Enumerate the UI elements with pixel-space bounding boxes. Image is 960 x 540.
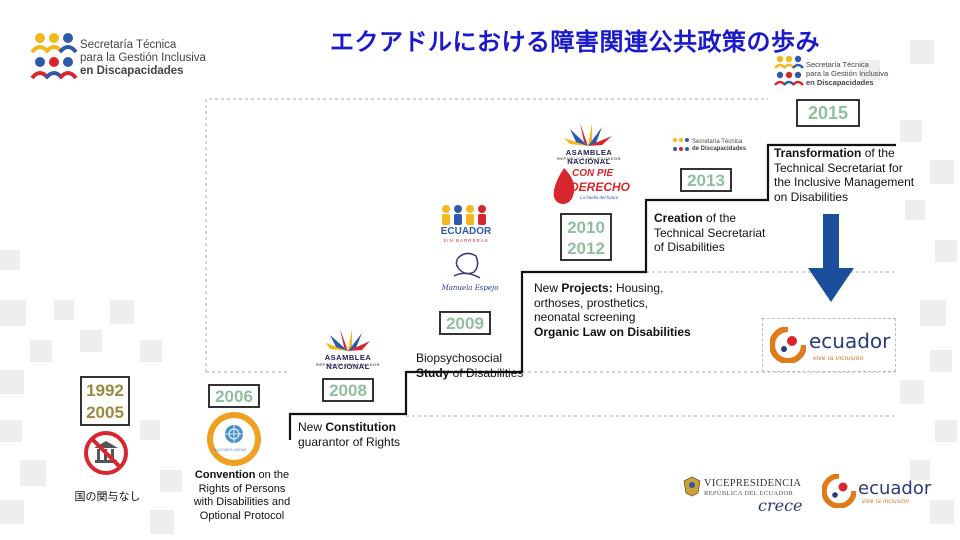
down-arrow-icon (808, 214, 854, 302)
asamblea-label-2010: ASAMBLEA NACIONAL (565, 148, 613, 166)
people-logo-2013-icon (673, 138, 689, 151)
ecuador-brand-bottom-icon (822, 474, 856, 508)
logo-line3: en Discapacidades (80, 65, 184, 77)
crece-label: crece (758, 496, 803, 515)
step-2013-text3: of Disabilities (654, 240, 725, 254)
ecuador-brand-icon (770, 327, 806, 363)
year-1992-2005-box: 1992 2005 (80, 376, 130, 426)
year-2006: 2006 (208, 384, 260, 408)
asamblea-label-2008: ASAMBLEA NACIONAL (324, 353, 372, 371)
step-2008-text1: New (298, 420, 326, 434)
year-2015: 2015 (796, 99, 860, 127)
step-2015-bold: Transformation (774, 146, 862, 160)
logo-2015-text: Secretaría Técnica para la Gestión Inclu… (806, 60, 916, 87)
step-2010-text3: neonatal screening (534, 310, 636, 324)
step-2013-text2: Technical Secretariat (654, 225, 766, 240)
asamblea-logo-icon (326, 329, 370, 351)
manuela-espejo-label: Manuela Espejo (441, 284, 499, 292)
step-2006-text1: on the (255, 469, 290, 481)
people-logo-2015-icon (774, 55, 804, 86)
year-2008: 2008 (322, 378, 374, 402)
ecuador-inclusion-box: ecuador vive la inclusión (762, 318, 896, 372)
con-pie-derecho-foot-icon (553, 168, 575, 204)
step-2015-text4: on Disabilities (774, 189, 849, 204)
un-caption: NACIONES UNIDAS (213, 448, 247, 452)
ecuador-brand-bottom-label: ecuador (858, 478, 932, 499)
logo-line2: para la Gestión Inclusiva (80, 52, 206, 64)
logo-2013-text: Secretaría Técnica de Discapacidades (692, 139, 746, 153)
step-2013-description: Creation of the Technical Secretariat of… (654, 211, 774, 255)
ecuador-brand-label: ecuador (809, 329, 891, 353)
con-pie-label: CON PIE (572, 168, 614, 179)
logo-secretaria-2015: Secretaría Técnica para la Gestión Inclu… (774, 54, 914, 90)
step-2009-bold: Study (416, 365, 450, 380)
un-emblem-icon (207, 412, 261, 466)
step-2006-text3: with Disabilities and (193, 496, 291, 508)
step-2009-text2: of Disabilities (449, 365, 524, 380)
vicepresidencia-label: VICEPRESIDENCIA (704, 478, 802, 489)
logo-2013-line1: Secretaría Técnica (692, 139, 743, 145)
logo-secretaria-main: Secretaría Técnica para la Gestión Inclu… (30, 30, 230, 82)
year-1992: 1992 (86, 381, 124, 400)
logo-2015-line2: para la Gestión Inclusiva (806, 69, 889, 78)
asamblea-logo-2010-icon (564, 123, 612, 146)
logo-2015-line1: Secretaría Técnica (806, 60, 869, 69)
step-2006-text4: Optional Protocol (199, 509, 285, 522)
logo-2013-line2: de Discapacidades (692, 146, 747, 152)
year-2010-2012-box: 2010 2012 (560, 213, 612, 261)
step-2008-description: New Constitution guarantor of Rights (298, 420, 408, 449)
year-2012: 2012 (567, 239, 605, 258)
asamblea-sub-2010: REPÚBLICA DEL ECUADOR (556, 156, 622, 161)
ecuador-sin-barreras-label: ECUADOR (440, 226, 492, 237)
step-2006-description: Convention on the Rights of Persons with… (186, 469, 298, 523)
step-2010-text2: orthoses, prosthetics, (534, 295, 649, 310)
step-2010-description: New Projects: Housing, orthoses, prosthe… (534, 281, 714, 339)
derecho-label: DERECHO (570, 180, 631, 194)
logo-2015-line3: en Discapacidades (806, 78, 874, 87)
no-involvement-caption: 国の関与なし (74, 490, 141, 503)
page-title: エクアドルにおける障害関連公共政策の歩み (330, 28, 820, 56)
asamblea-sub-2008: REPÚBLICA DEL ECUADOR (315, 362, 381, 367)
year-2010: 2010 (567, 218, 605, 237)
no-government-icon (84, 431, 128, 475)
step-2015-text2: Technical Secretariat for (774, 160, 903, 175)
step-2015-text3: the Inclusive Management (774, 175, 915, 189)
year-2009: 2009 (439, 311, 491, 335)
step-2013-bold: Creation (654, 211, 703, 225)
coat-of-arms-icon (683, 476, 701, 497)
year-2005: 2005 (86, 403, 124, 422)
manuela-espejo-icon (453, 252, 481, 279)
la-huella-label: La huella del futuro (580, 195, 619, 200)
step-2010-text1b: Housing, (612, 281, 664, 295)
step-2015-text1: of the (861, 146, 895, 160)
people-logo-icon (30, 33, 78, 80)
step-2008-text2: guarantor of Rights (298, 434, 401, 449)
step-2009-text1: Biopsychosocial (416, 351, 503, 365)
year-2013: 2013 (680, 168, 732, 192)
sin-barreras-label: SIN BARRERAS (443, 238, 489, 243)
ecuador-sin-barreras-people-icon (442, 205, 486, 225)
vicepresidencia-sub: REPÚBLICA DEL ECUADOR (704, 490, 794, 497)
step-2009-description: Biopsychosocial Study of Disabilities (416, 351, 536, 380)
step-2010-bold2: Organic Law on Disabilities (534, 324, 691, 339)
step-2010-bold1: Projects: (561, 281, 613, 295)
step-2006-bold: Convention (194, 469, 256, 481)
step-2015-description: Transformation of the Technical Secretar… (774, 146, 934, 204)
ecuador-brand-sub: vive la inclusión (813, 355, 864, 362)
logo-line1: Secretaría Técnica (80, 39, 177, 51)
ecuador-brand-bottom-sub: vive la inclusión (862, 499, 910, 505)
step-2010-text1a: New (534, 281, 562, 295)
step-2008-bold: Constitution (325, 420, 396, 434)
step-2006-text2: Rights of Persons (198, 482, 286, 495)
step-2013-text1: of the (702, 211, 737, 225)
